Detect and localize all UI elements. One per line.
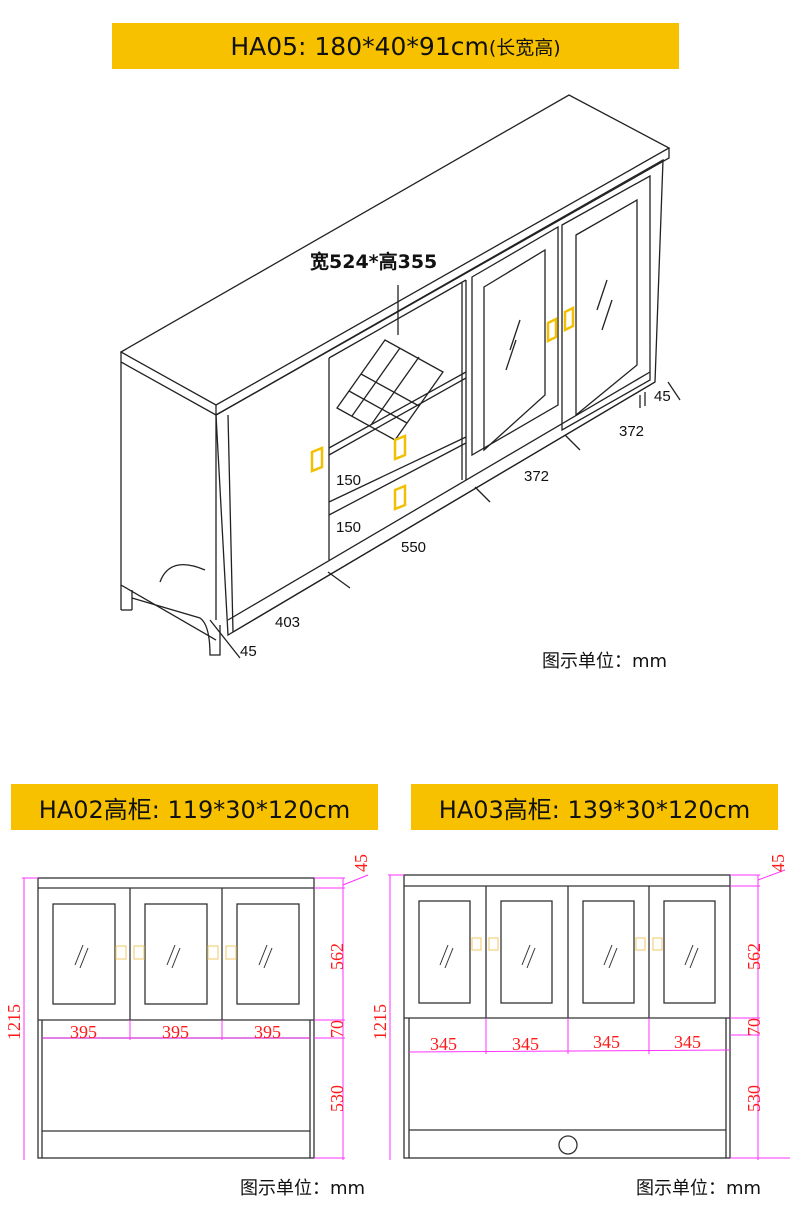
drawer-top-height: 150 xyxy=(336,472,361,489)
ha02-middle-height: 70 xyxy=(327,1020,347,1038)
ha03-title: HA03高柜: 139*30*120cm xyxy=(438,795,751,824)
ha02-width-3: 395 xyxy=(254,1022,281,1042)
ha03-title-banner: HA03高柜: 139*30*120cm xyxy=(411,784,778,830)
door-mid-width: 372 xyxy=(524,468,549,485)
ha05-isometric-drawing: 宽524*高355 150 150 550 372 372 403 45 45 xyxy=(119,94,681,660)
edge-left: 45 xyxy=(240,643,257,660)
wine-rack-annotation: 宽524*高355 xyxy=(310,250,437,273)
ha05-title-suffix: (长宽高) xyxy=(488,36,561,59)
ha03-top-height: 45 xyxy=(768,854,788,872)
door-left-width: 403 xyxy=(275,614,300,631)
ha03-lower-height: 530 xyxy=(744,1085,764,1112)
ha05-title: HA05: 180*40*91cm xyxy=(230,31,489,61)
ha03-width-2: 345 xyxy=(512,1034,539,1054)
ha03-middle-height: 70 xyxy=(744,1018,764,1036)
ha03-width-3: 345 xyxy=(593,1032,620,1052)
drawer-bottom-height: 150 xyxy=(336,519,361,536)
ha02-title: HA02高柜: 119*30*120cm xyxy=(38,795,351,824)
door-handle xyxy=(310,446,324,473)
ha02-width-1: 395 xyxy=(70,1022,97,1042)
ha03-width-4: 345 xyxy=(674,1032,701,1052)
ha02-unit-label: 图示单位：mm xyxy=(240,1178,366,1199)
ha05-title-banner: HA05: 180*40*91cm(长宽高) xyxy=(112,23,679,69)
edge-right: 45 xyxy=(654,388,671,405)
ha02-width-2: 395 xyxy=(162,1022,189,1042)
ha03-unit-label: 图示单位：mm xyxy=(636,1178,762,1199)
ha03-upper-height: 562 xyxy=(744,943,764,970)
ha03-total-height: 1215 xyxy=(370,1004,390,1040)
ha03-width-1: 345 xyxy=(430,1034,457,1054)
ha05-unit-label: 图示单位：mm xyxy=(542,651,668,672)
ha02-upper-height: 562 xyxy=(327,943,347,970)
door-right-width: 372 xyxy=(619,423,644,440)
ha02-lower-height: 530 xyxy=(327,1085,347,1112)
ha02-title-banner: HA02高柜: 119*30*120cm xyxy=(11,784,378,830)
ha02-top-height: 45 xyxy=(351,854,371,872)
middle-width: 550 xyxy=(401,539,426,556)
ha02-total-height: 1215 xyxy=(4,1004,24,1040)
